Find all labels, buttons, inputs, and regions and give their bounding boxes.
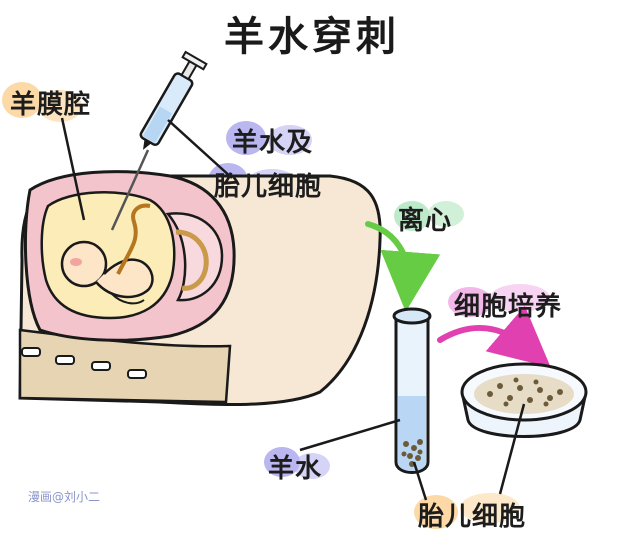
label-fetal-cells: 胎儿细胞 <box>418 502 527 532</box>
label-centrifuge: 离心 <box>398 206 453 236</box>
label-amniotic-cavity: 羊膜腔 <box>10 90 92 120</box>
petri-dish <box>460 362 588 438</box>
amniotic-cavity <box>40 191 176 320</box>
label-fluid-and-cells-line2: 胎儿细胞 <box>214 172 323 202</box>
label-amniotic-fluid: 羊水 <box>268 454 323 484</box>
credit-text: 漫画@刘小二 <box>28 490 101 504</box>
pointer-cells-tube <box>412 461 428 501</box>
label-cell-culture: 细胞培养 <box>454 292 563 322</box>
placenta <box>165 212 224 302</box>
centrifuge-arrow <box>365 221 441 312</box>
pointer-syringe <box>167 119 233 179</box>
abdomen-cross-section <box>18 170 382 407</box>
label-highlights <box>2 82 550 529</box>
pointer-fluid <box>299 418 401 452</box>
pointer-cells-dish <box>498 403 526 495</box>
culture-arrow <box>437 305 551 368</box>
test-tube <box>392 307 432 474</box>
fetus <box>60 240 154 305</box>
syringe <box>110 50 208 231</box>
page-title: 羊水穿刺 <box>224 14 400 60</box>
label-fluid-and-cells-line1: 羊水及 <box>232 128 314 158</box>
pointer-cavity <box>60 117 86 221</box>
umbilical-cord <box>116 203 151 275</box>
